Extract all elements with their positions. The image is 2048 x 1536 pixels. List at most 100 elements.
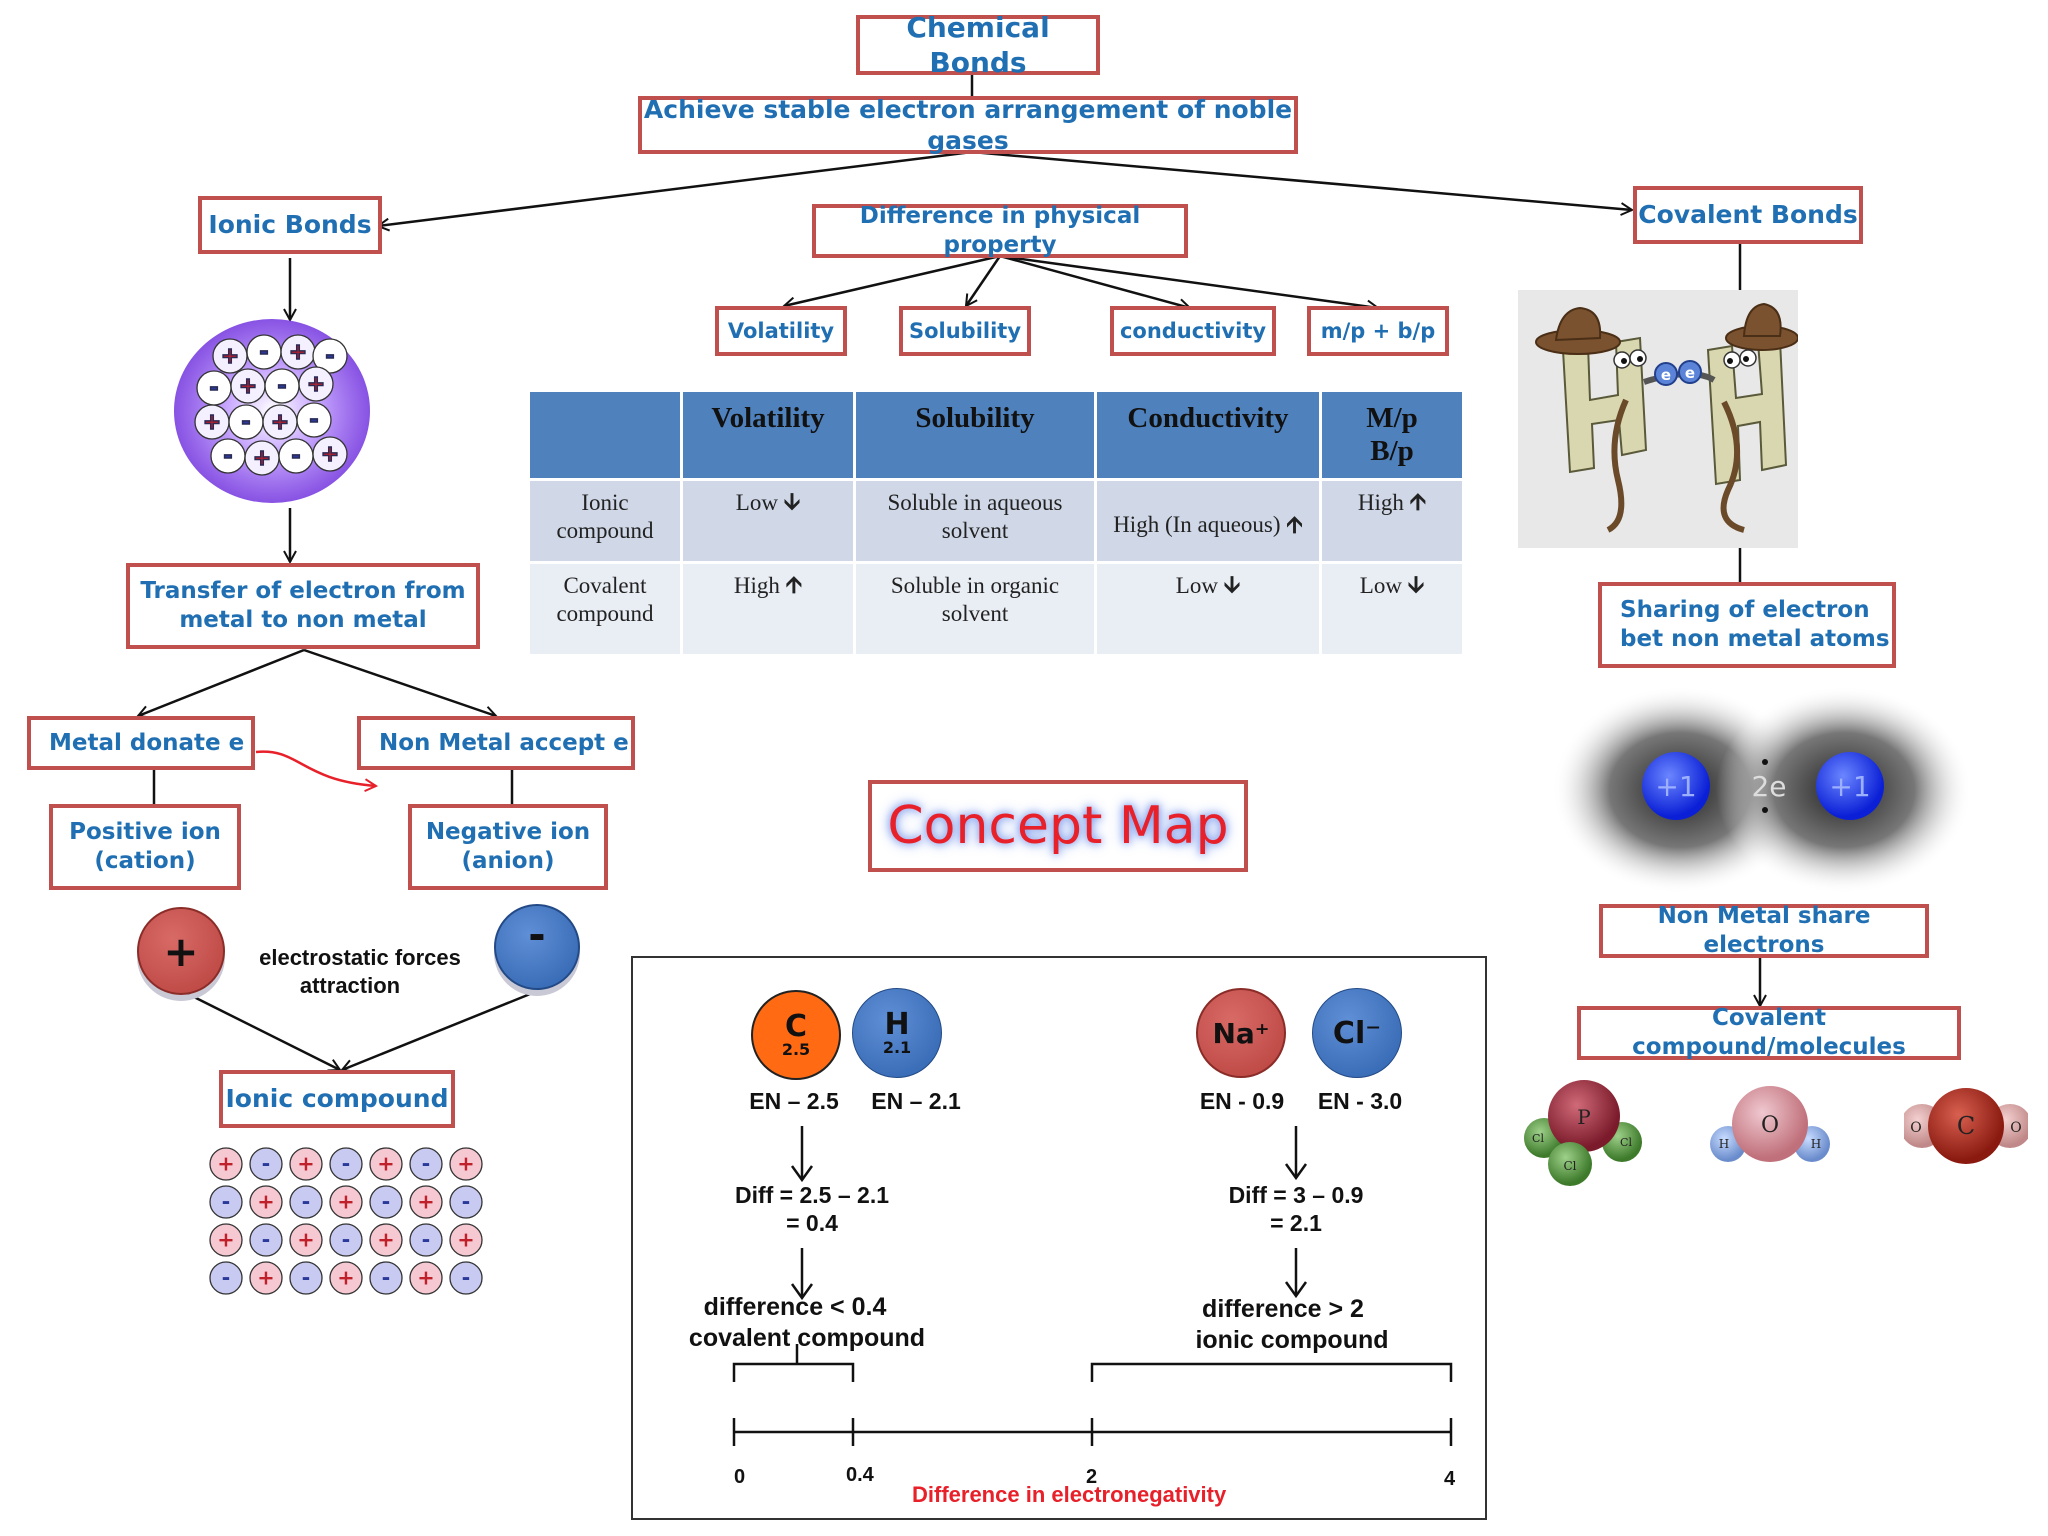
anion-icon [329, 1147, 363, 1181]
table-header-mp-bp: M/p B/p [1322, 392, 1462, 478]
plus-icon: + [307, 371, 326, 397]
plus-icon: + [217, 1228, 234, 1252]
ionic-bonds-node: Ionic Bonds [198, 196, 382, 254]
cell-text: Low [1175, 573, 1218, 598]
positive-ion-node: Positive ion (cation) [49, 804, 241, 890]
plus-icon: + [457, 1228, 474, 1252]
cation-icon [449, 1147, 483, 1181]
sodium-ion: Na⁺ [1196, 988, 1286, 1078]
negative-ion-line-2: (anion) [461, 848, 555, 874]
table-cell-covalent-solubility: Soluble in organic solvent [856, 564, 1094, 654]
cation-icon [329, 1261, 363, 1295]
result-left-label: difference < 0.4 covalent compound [670, 1292, 944, 1355]
diff-right-line-2: = 2.1 [1270, 1209, 1322, 1236]
arrow-down-icon: 🡫 [783, 489, 801, 515]
electronegativity-scale [732, 1126, 1453, 1446]
minus-icon: - [422, 1228, 431, 1252]
anion-icon [289, 1261, 323, 1295]
minus-icon: - [241, 409, 250, 435]
ionic-lattice-grid-icon: +-+-+-+-+-+-+-+-+-+-+-+-+-+- [209, 1147, 483, 1295]
table-header-volatility: Volatility [683, 392, 853, 478]
cell-text: High (In aqueous) [1113, 511, 1281, 537]
table-cell-ionic-volatility: Low 🡫 [683, 481, 853, 561]
result-left-line-2: covalent compound [688, 1324, 926, 1353]
axis-tick-0-4: 0.4 [846, 1464, 874, 1486]
h2-charge-right: +1 [1829, 770, 1870, 803]
minus-icon: - [382, 1266, 391, 1290]
sharing-electron-node: Sharing of electron bet non metal atoms [1598, 582, 1896, 668]
cation-icon [298, 366, 334, 402]
diff-left-line-1: Diff = 2.5 – 2.1 [734, 1182, 890, 1208]
carbon-symbol: C [784, 1009, 808, 1044]
minus-icon: - [222, 1266, 231, 1290]
pcl3-center-label: P [1577, 1105, 1590, 1129]
result-right-line-1: difference > 2 [1202, 1295, 1364, 1323]
co2-molecule-icon: C O O [1904, 1088, 2028, 1164]
plus-icon: + [377, 1152, 394, 1176]
h2-tug-cartoon-icon: e e [1518, 290, 1798, 548]
minus-icon: - [462, 1190, 471, 1214]
minus-icon: - [422, 1152, 431, 1176]
cation-icon [209, 1147, 243, 1181]
plus-icon: + [337, 1266, 354, 1290]
table-cell-ionic-mp-bp: High 🡩 [1322, 481, 1462, 561]
nonmetal-share-node: Non Metal share electrons [1599, 903, 1929, 958]
plus-icon: + [297, 1228, 314, 1252]
difference-physical-property-node: Difference in physical property [812, 203, 1188, 258]
mp-bp-node: m/p + b/p [1307, 306, 1449, 356]
table-cell-ionic-conductivity: High (In aqueous) 🡩 [1097, 481, 1319, 561]
anion-icon [296, 402, 332, 438]
arrow-down-icon: 🡫 [1223, 572, 1241, 598]
co2-atom-label: O [1910, 1120, 1921, 1136]
anion-icon [249, 1147, 283, 1181]
minus-icon: - [209, 375, 218, 401]
en-carbon-label: EN – 2.5 [749, 1088, 839, 1114]
plus-icon: + [217, 1152, 234, 1176]
anion-icon [312, 338, 348, 374]
minus-icon: - [222, 1190, 231, 1214]
result-right-line-2: ionic compound [1195, 1326, 1389, 1355]
anion-icon [289, 1185, 323, 1219]
minus-icon: - [262, 1228, 271, 1252]
achieve-stable-node: Achieve stable electron arrangement of n… [638, 95, 1298, 155]
anion-icon [209, 1261, 243, 1295]
cell-text: High [733, 573, 780, 598]
cation-icon [409, 1185, 443, 1219]
minus-icon: - [259, 339, 268, 365]
axis-tick-2: 2 [1086, 1466, 1098, 1488]
anion-icon [449, 1185, 483, 1219]
minus-icon: - [277, 373, 286, 399]
plus-icon: + [257, 1190, 274, 1214]
minus-icon: - [309, 407, 318, 433]
concept-map-title: Concept Map [868, 780, 1248, 872]
anion-icon [369, 1185, 403, 1219]
diff-left-label: Diff = 2.5 – 2.1 = 0.4 [712, 1182, 912, 1237]
chemical-bonds-node: Chemical Bonds [856, 11, 1100, 79]
minus-icon: - [462, 1266, 471, 1290]
table-cell-ionic-solubility: Soluble in aqueous solvent [856, 481, 1094, 561]
anion-icon [209, 1185, 243, 1219]
table-header-solubility: Solubility [856, 392, 1094, 478]
table-cell-covalent-mp-bp: Low 🡫 [1322, 564, 1462, 654]
cation-icon [449, 1223, 483, 1257]
arrow-down-icon: 🡫 [1407, 572, 1425, 598]
table-row-covalent-label: Covalent compound [530, 564, 680, 654]
hydrogen-symbol: H [884, 1007, 910, 1042]
plus-icon: + [417, 1266, 434, 1290]
plus-icon: + [289, 339, 308, 365]
plus-icon: + [239, 373, 258, 399]
pcl3-molecule-icon: P Cl Cl Cl [1524, 1080, 1642, 1186]
electrostatic-line-1: electrostatic forces [259, 945, 461, 970]
cation-icon [369, 1147, 403, 1181]
cell-text: Low [735, 490, 778, 515]
h2-electron-cloud-icon: +1 +1 2e [1552, 686, 1972, 894]
chloride-ion: Cl⁻ [1312, 988, 1402, 1078]
cell-text: Low [1359, 573, 1402, 598]
negative-ion-node: Negative ion (anion) [408, 804, 608, 890]
plus-icon: + [297, 1152, 314, 1176]
pcl3-atom-label: Cl [1620, 1136, 1632, 1149]
carbon-atom: C 2.5 [751, 990, 841, 1080]
plus-icon: + [163, 926, 199, 976]
arrow-up-icon: 🡩 [1286, 511, 1303, 538]
